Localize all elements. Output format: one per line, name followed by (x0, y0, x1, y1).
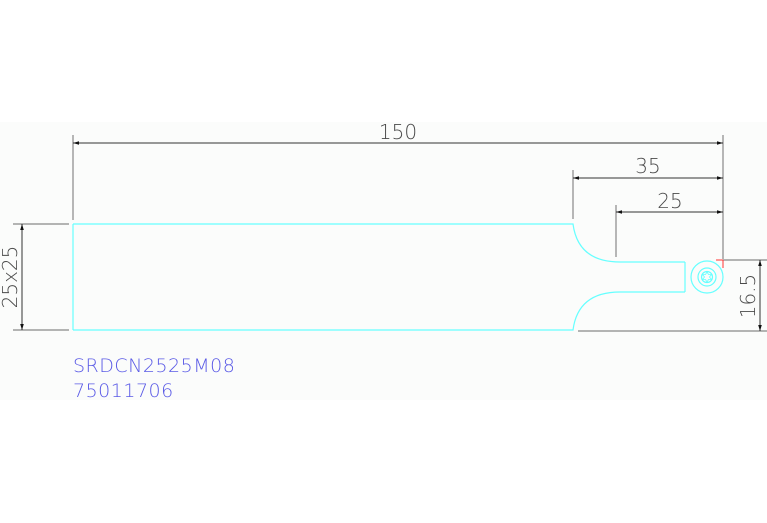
drawing-canvas (0, 122, 767, 400)
dimension-head-outer: 35 (635, 154, 660, 178)
part-number-label: SRDCN2525M08 (73, 355, 236, 377)
tool-outline (72, 223, 724, 331)
dimension-overall-length: 150 (379, 120, 417, 144)
dimension-insert-height: 16.5 (736, 274, 760, 319)
dimension-lines (20, 141, 762, 331)
dimension-shank-section: 25x25 (0, 246, 22, 309)
dimension-head-inner: 25 (657, 189, 682, 213)
insert-reference-marker (716, 259, 724, 268)
order-code-label: 75011706 (73, 380, 174, 402)
